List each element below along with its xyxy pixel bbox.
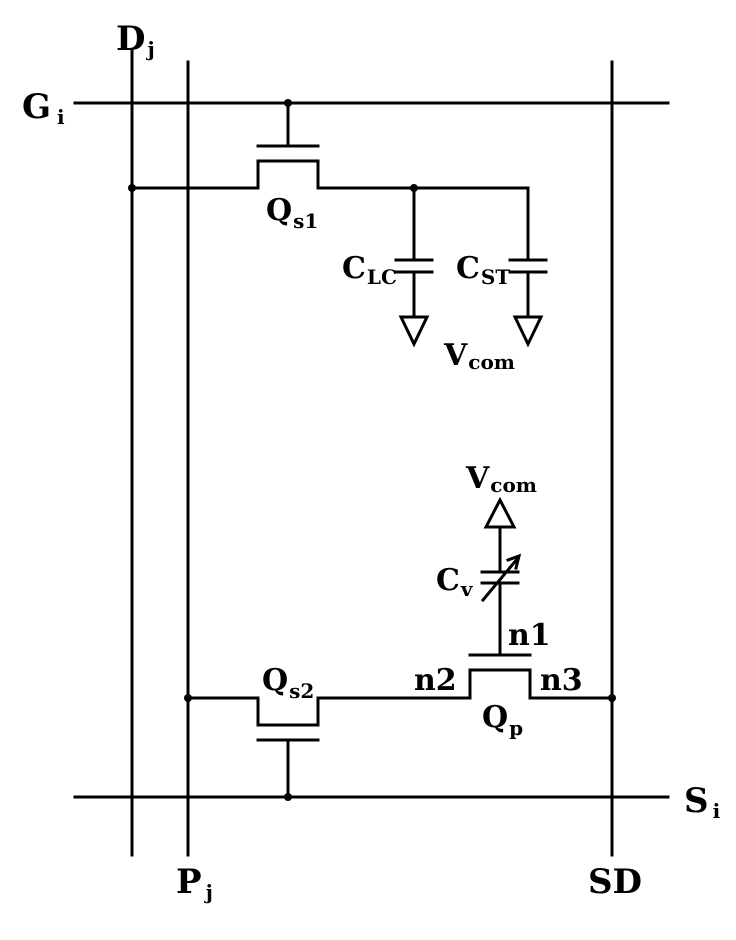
label-qs1: Qs1	[266, 193, 318, 233]
ground-triangle-cst	[515, 317, 541, 344]
label-qp: Qp	[482, 700, 523, 740]
label-vcom-bottom: Vcom	[443, 338, 515, 374]
junction-pj-qs2	[184, 694, 192, 702]
transistor-qs2	[188, 698, 320, 797]
label-pj: Pj	[176, 862, 213, 904]
label-cst: CST	[456, 251, 510, 289]
junction-qs1-clc	[410, 184, 418, 192]
label-n1: n1	[508, 618, 551, 653]
label-clc: CLC	[342, 251, 397, 289]
junction-dj-qs1	[128, 184, 136, 192]
label-qs2: Qs2	[262, 663, 314, 703]
junction-qp-sd	[608, 694, 616, 702]
label-si: Si	[684, 781, 721, 823]
label-sd: SD	[588, 862, 642, 902]
ground-triangle-clc	[401, 317, 427, 344]
label-n3: n3	[540, 663, 583, 698]
capacitor-clc	[396, 260, 432, 317]
vcom-triangle-top	[486, 500, 514, 527]
label-dj: Dj	[116, 19, 155, 61]
label-vcom-top: Vcom	[465, 461, 537, 497]
label-cv: Cv	[436, 563, 474, 601]
junction-scan-qs2	[284, 793, 292, 801]
capacitor-cst	[510, 260, 546, 317]
label-n2: n2	[414, 663, 457, 698]
transistor-qs1	[132, 103, 528, 258]
label-gi: Gi	[22, 87, 65, 129]
junction-gate-qs1	[284, 99, 292, 107]
